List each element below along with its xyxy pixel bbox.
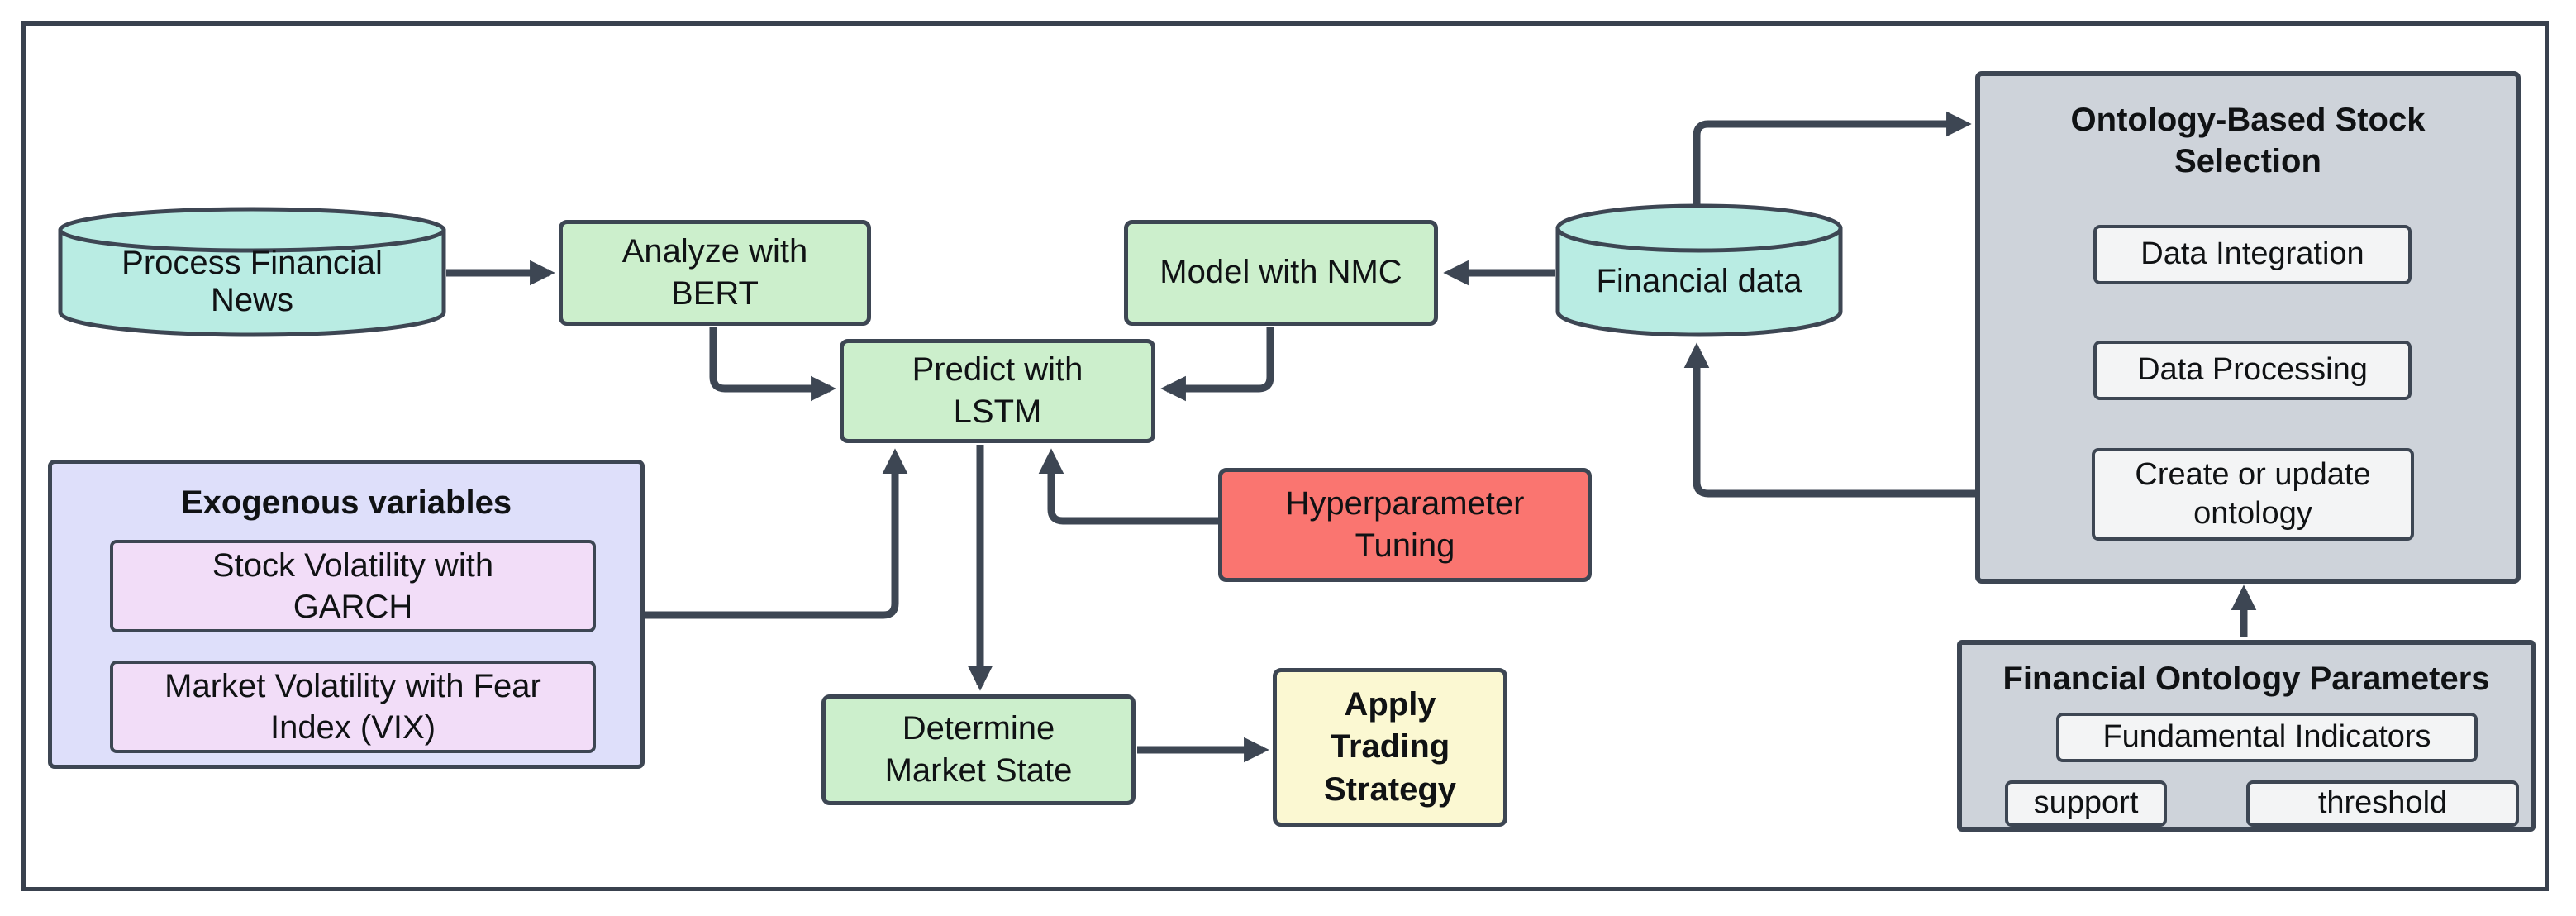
item-label: Market Volatility with Fear Index (VIX) [164,668,541,746]
item-label: threshold [2317,785,2448,821]
cylinder-shape [58,207,446,337]
group-title: Exogenous variables [180,484,512,521]
node-label: Financial data [1596,262,1802,299]
item-support: support [2005,780,2167,827]
item-data-integration: Data Integration [2093,225,2412,284]
node-analyze-with-bert: Analyze with BERT [559,220,871,326]
item-threshold: threshold [2246,780,2519,827]
group-ontology-based-stock-selection: Ontology-Based Stock Selection Data Inte… [1975,71,2521,584]
item-stock-volatility-garch: Stock Volatility with GARCH [110,540,596,632]
node-label: Apply Trading Strategy [1323,686,1457,808]
item-label: Create or update ontology [2135,456,2371,532]
group-title: Ontology-Based Stock Selection [2070,102,2426,179]
item-label: support [2033,785,2139,821]
item-label: Data Integration [2140,236,2364,272]
item-label: Fundamental Indicators [2102,719,2431,755]
node-apply-trading-strategy: Apply Trading Strategy [1273,668,1507,827]
item-label: Data Processing [2137,352,2368,388]
node-label: Analyze with BERT [621,232,808,312]
node-process-financial-news: Process Financial News [58,207,446,337]
item-create-or-update-ontology: Create or update ontology [2092,448,2414,541]
cylinder-shape [1555,203,1843,337]
node-predict-with-lstm: Predict with LSTM [840,339,1155,443]
item-label: Stock Volatility with GARCH [212,547,494,625]
node-label: Process Financial News [121,245,383,318]
node-label: Determine Market State [884,709,1073,789]
item-fundamental-indicators: Fundamental Indicators [2056,713,2478,762]
item-market-volatility-vix: Market Volatility with Fear Index (VIX) [110,661,596,753]
group-financial-ontology-parameters: Financial Ontology Parameters Fundamenta… [1957,640,2536,832]
node-model-with-nmc: Model with NMC [1124,220,1438,326]
node-label: Model with NMC [1159,254,1402,291]
node-label: Hyperparameter Tuning [1285,484,1525,564]
node-determine-market-state: Determine Market State [821,694,1136,805]
group-title: Financial Ontology Parameters [2002,661,2490,697]
node-label: Predict with LSTM [912,351,1083,430]
node-hyperparameter-tuning: Hyperparameter Tuning [1218,468,1592,582]
item-data-processing: Data Processing [2093,341,2412,400]
node-financial-data: Financial data [1555,203,1843,339]
group-exogenous-variables: Exogenous variables Stock Volatility wit… [48,460,645,769]
